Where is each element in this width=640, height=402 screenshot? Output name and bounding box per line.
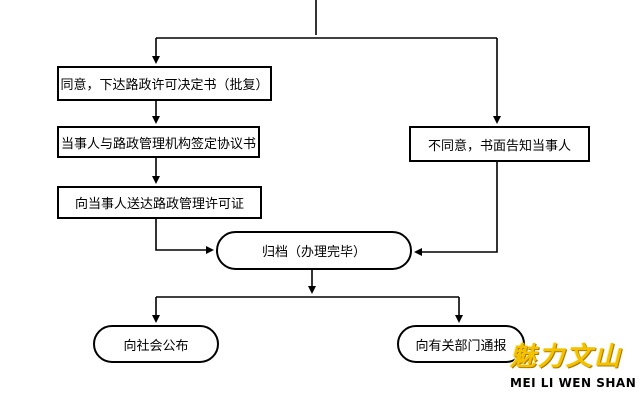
- node-permit: 向当事人送达路政管理许可证: [57, 186, 262, 219]
- node-approve-label: 同意，下达路政许可决定书（批复）: [60, 78, 269, 93]
- node-permit-label: 向当事人送达路政管理许可证: [74, 197, 244, 212]
- node-archive: 归档（办理完毕）: [216, 231, 412, 270]
- logo-chinese-text: 魅力文山: [510, 342, 623, 372]
- node-notify: 向有关部门通报: [397, 325, 525, 363]
- node-reject-label: 不同意，书面告知当事人: [427, 138, 571, 154]
- node-notify-label: 向有关部门通报: [415, 338, 507, 354]
- node-public: 向社会公布: [93, 325, 219, 363]
- node-agreement-label: 当事人与路政管理机构签定协议书: [60, 136, 256, 152]
- node-archive-label: 归档（办理完毕）: [261, 245, 366, 260]
- arrow-permit-to-archive: [155, 219, 214, 254]
- node-approve: 同意，下达路政许可决定书（批复）: [57, 66, 272, 101]
- logo-english-text: MEI LI WEN SHAN: [510, 376, 637, 390]
- node-agreement: 当事人与路政管理机构签定协议书: [57, 126, 260, 158]
- node-reject: 不同意，书面告知当事人: [409, 126, 590, 162]
- node-public-label: 向社会公布: [123, 338, 189, 354]
- site-logo: 魅力文山 MEI LI WEN SHAN: [510, 336, 638, 400]
- arrow-reject-to-archive: [414, 162, 498, 256]
